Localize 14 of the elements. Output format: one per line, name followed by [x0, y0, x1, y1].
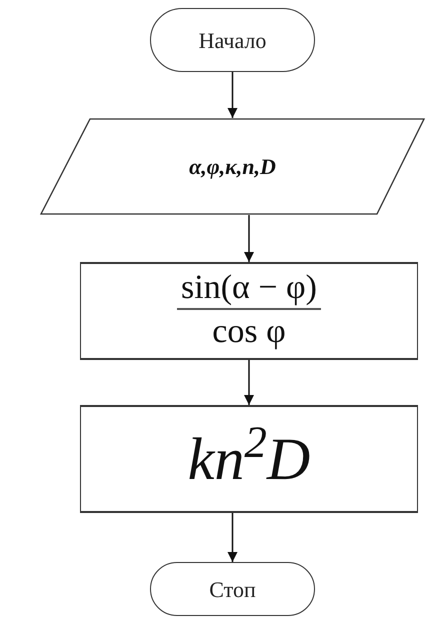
node-text: Начало [198, 26, 266, 54]
arrow [244, 360, 254, 405]
arrow [228, 72, 238, 118]
input-parallelogram [40, 118, 425, 215]
node-text: α,φ,κ,n,D [189, 153, 276, 181]
formula: kn$^{2}$D [188, 429, 310, 489]
arrow [244, 215, 254, 262]
process-box [80, 262, 418, 360]
denominator: cos φ [212, 312, 286, 352]
terminal-box [150, 562, 315, 616]
node-text: Стоп [209, 576, 256, 604]
arrow [228, 513, 238, 562]
process-box [80, 405, 418, 513]
numerator: sin(α − φ) [177, 268, 321, 310]
